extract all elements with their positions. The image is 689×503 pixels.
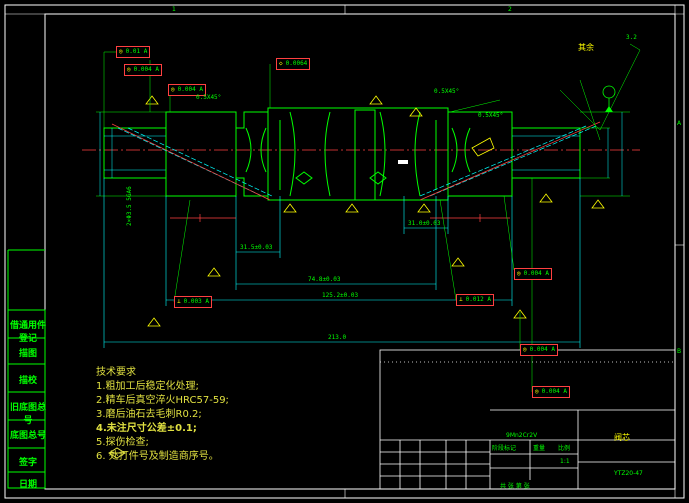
requirement-item: 6. 处打件号及制造商序号。 [96,451,219,462]
fcf-7: ◎0.004 A [514,268,552,280]
title-drawing-no: YTZ20-47 [614,470,643,477]
requirement-item: 2.精车后真空淬火HRC57-59; [96,395,229,406]
dim-text-1: 31.5±0.03 [240,244,273,251]
side-label-0: 借通用件登记 [9,321,46,344]
title-sheet: 共 张 第 张 [500,483,530,490]
fcf-5: ⊥0.003 A [174,296,212,308]
zone-label-b: B [677,348,682,355]
dim-chamfer-1: 0.5X45° [196,94,222,101]
side-label-2: 描校 [18,376,37,386]
fcf-3: ◎0.004 A [168,84,206,96]
title-material: 9Mn2Cr2V [506,432,538,439]
roughness-rest-value: 3.2 [626,34,637,41]
dim-chamfer-3: 0.5X45° [478,112,504,119]
requirement-item: 5.探伤检查; [96,437,149,448]
side-label-5: 签字 [18,458,37,468]
outer-frame [4,4,685,499]
side-label-3: 旧底图总号 [9,403,46,426]
side-label-6: 日期 [18,480,37,490]
requirement-item: 3.磨后油石去毛刺R0.2; [96,409,202,420]
fcf-4: ◇0.0064 [276,58,311,70]
fcf-8: ◎0.004 A [520,344,558,356]
side-label-strip [7,309,46,489]
title-block [379,349,676,490]
title-scale-label: 比例 [558,445,571,452]
side-label-1: 描图 [18,349,37,359]
title-scale: 1:1 [560,458,570,465]
side-label-4: 底图总号 [9,431,46,441]
title-weight-label: 重量 [533,445,546,452]
dim-left-vertical: 2×Φ3.5 5GA6 [126,186,133,226]
title-stage-label: 阶段标记 [492,445,517,452]
fcf-6: ⊥0.012 A [456,294,494,306]
requirements-title: 技术要求 [96,367,136,378]
title-part-name: 阀芯 [614,433,630,442]
dim-text-3: 74.8±0.03 [308,276,341,283]
dim-text-5: 213.0 [328,334,347,341]
dim-chamfer-2: 0.5X45° [434,88,460,95]
fcf-1: ◎0.01 A [116,46,151,58]
dim-text-2: 31.0±0.03 [408,220,441,227]
zone-label-2: 2 [508,6,512,13]
requirement-item: 1.粗加工后稳定化处理; [96,381,199,392]
fcf-9: ◎0.004 A [532,386,570,398]
requirement-item: 4.未注尺寸公差±0.1; [96,423,197,434]
fcf-2: ◎0.004 A [124,64,162,76]
dim-text-4: 125.2±0.03 [322,292,359,299]
technical-requirements: 技术要求 1.粗加工后稳定化处理; 2.精车后真空淬火HRC57-59; 3.磨… [96,366,229,464]
zone-label-1: 1 [172,6,176,13]
part-outline [103,107,581,201]
marking-symbol-icon [108,447,126,459]
roughness-rest-label: 其余 [578,43,594,52]
zone-label-a: A [677,120,682,127]
